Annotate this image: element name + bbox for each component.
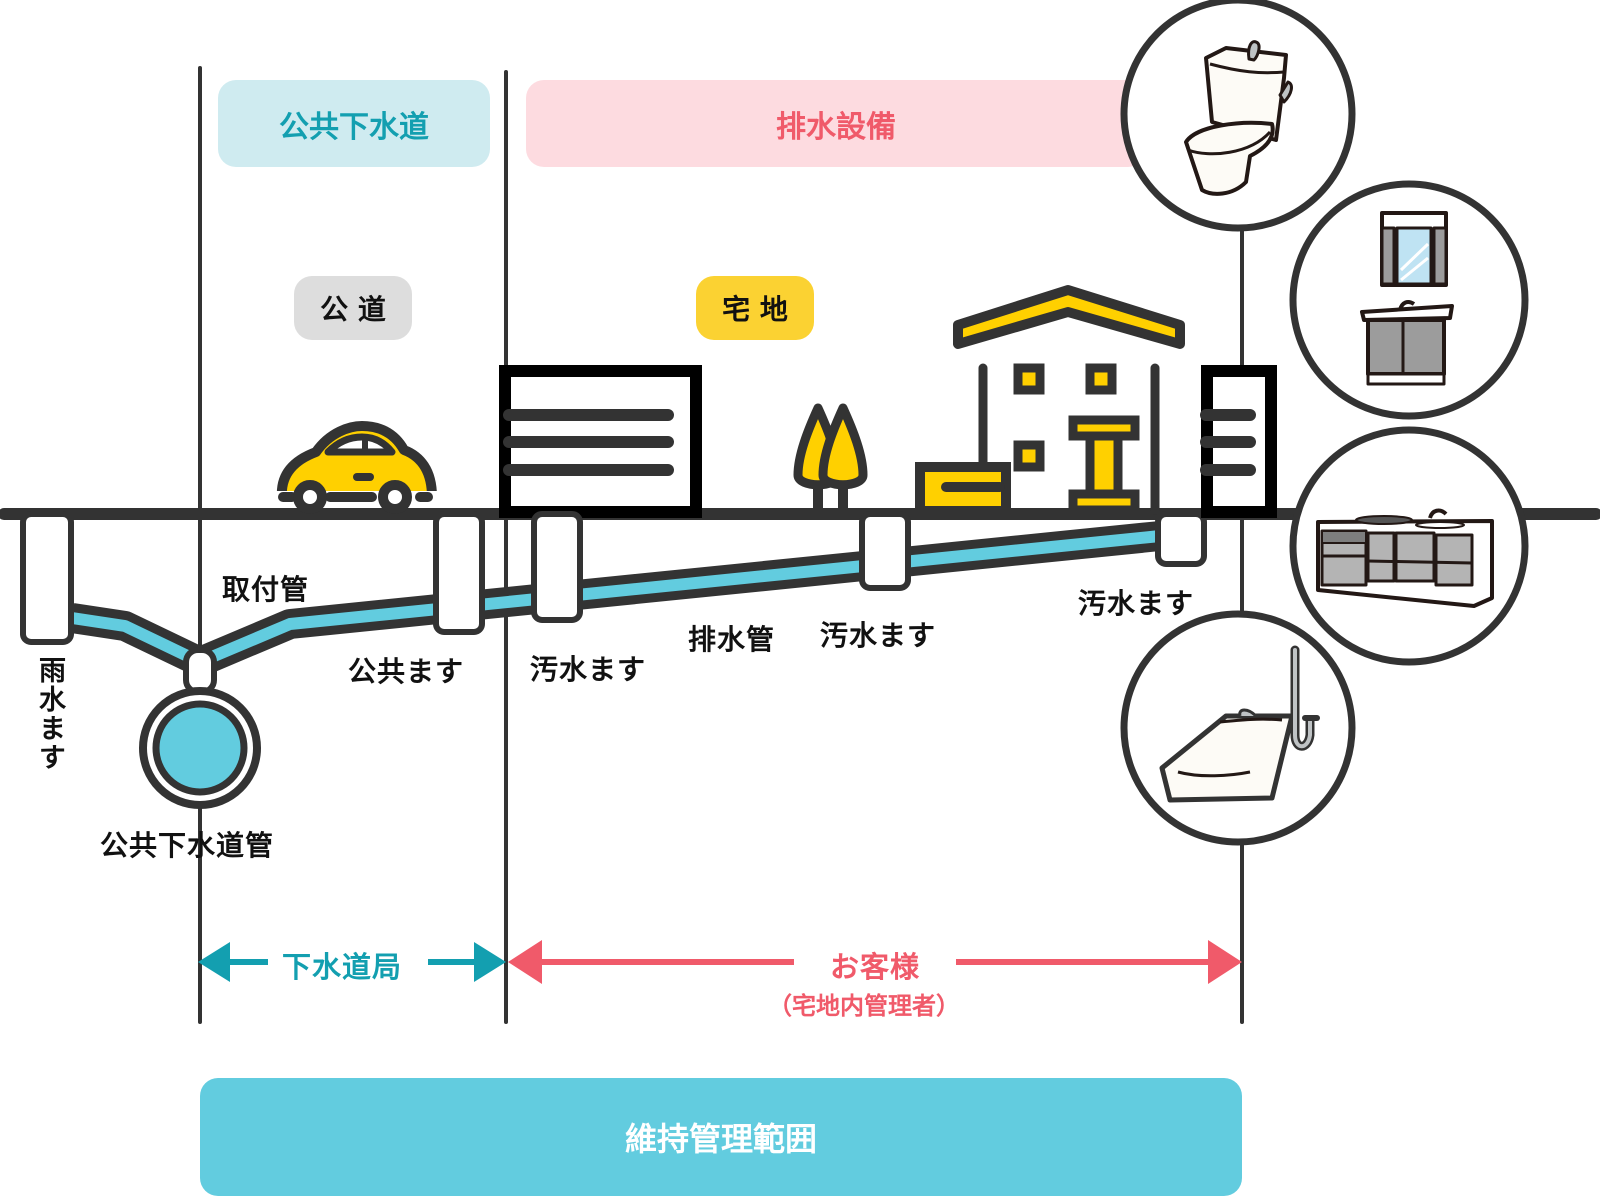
rain-basin-label: 雨水ます [34,656,65,772]
sewer-bureau-arrow [198,942,506,982]
sewer-water [152,700,248,796]
building-right [1200,365,1277,518]
drainage-equipment-zone-label: 排水設備 [776,109,896,145]
public-basin-label: 公共ます [348,655,465,688]
sewage-basin-2-label: 汚水ます [820,619,937,652]
bathtub-icon [1159,645,1320,803]
toilet-icon [1184,40,1293,196]
maintenance-scope-label: 維持管理範囲 [624,1120,817,1158]
maintenance-scope-bar [200,1078,1242,1196]
public-sewer-zone-label: 公共下水道 [279,109,429,145]
public-sewer-pipe-label: 公共下水道管 [100,829,275,862]
drain-pipe-label: 排水管 [688,623,776,656]
car-icon [274,421,440,514]
customer-arrow [508,940,1242,984]
trees-icon [793,403,868,510]
sewage-basin-1-shape [531,511,583,623]
house-icon [915,285,1185,516]
building-left [499,365,702,518]
sewage-basin-3-label: 汚水ます [1078,587,1195,620]
residential-land-tag: 宅 地 [696,276,814,340]
public-basin-shape [433,511,485,635]
sewage-basin-3-shape [1155,511,1207,567]
customer-note-label: （宅地内管理者） [768,992,960,1020]
drainage-zone-bg [526,80,1146,167]
connection-pipe-label: 取付管 [222,573,310,606]
sewage-basin-1-label: 汚水ます [530,653,647,686]
rain-basin-shape [20,511,74,645]
public-sewer-zone-bg [218,80,490,167]
sewer-bureau-label: 下水道局 [282,950,403,984]
kitchen-sink-icon [1316,508,1494,608]
washbasin-icon [1360,211,1454,386]
connection-stub [183,647,217,695]
customer-label: お客様 [830,950,921,984]
sewage-basin-2-shape [859,511,911,591]
public-road-tag: 公 道 [294,276,412,340]
